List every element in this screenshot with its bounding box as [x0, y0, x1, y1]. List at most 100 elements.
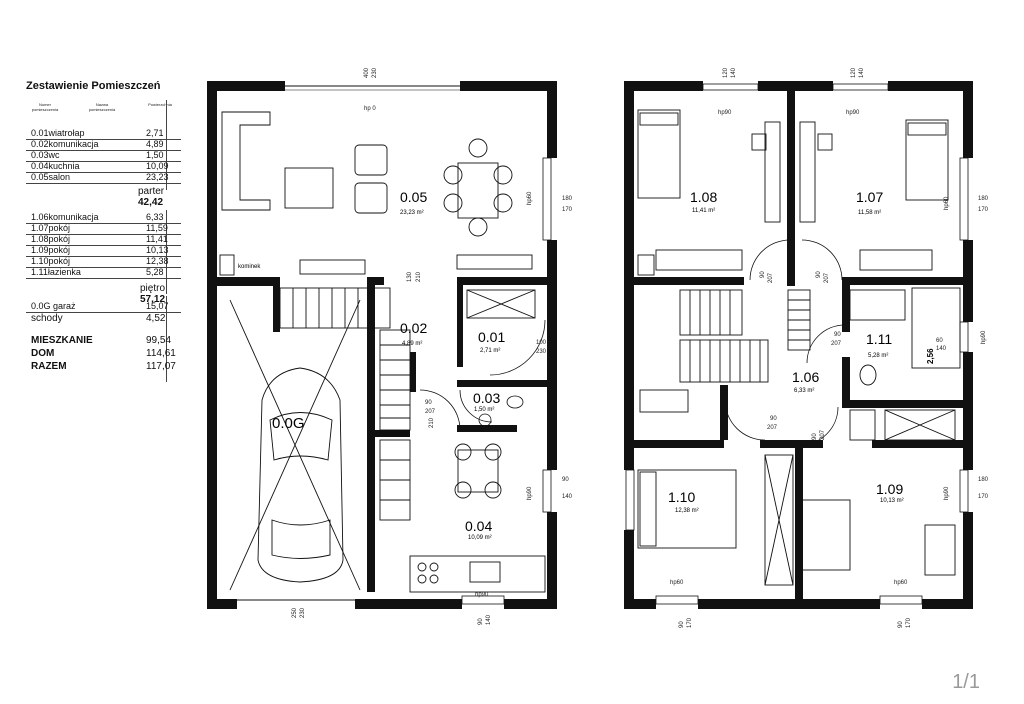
interior-wall — [634, 277, 744, 285]
staircase — [279, 287, 411, 521]
window — [879, 595, 923, 605]
room-label-1.08: 1.08 — [690, 189, 717, 205]
svg-text:230: 230 — [300, 607, 306, 618]
ground-floor-plan: kominek — [207, 67, 573, 625]
kitchen-table — [457, 449, 499, 493]
living-room-furniture — [219, 111, 533, 276]
bathtub — [911, 287, 961, 369]
desk — [764, 121, 781, 223]
room-label-0.01: 0.01 — [478, 329, 505, 345]
bed — [905, 119, 949, 201]
kitchen-counter — [409, 555, 546, 593]
svg-text:hp90: hp90 — [944, 486, 950, 500]
room-area-0.02: 4,89 m² — [402, 341, 422, 347]
room-label-1.09: 1.09 — [876, 481, 903, 497]
room-area-1.09: 10,13 m² — [880, 498, 904, 504]
sofa-bed — [799, 499, 851, 571]
window — [832, 83, 889, 91]
svg-text:140: 140 — [936, 346, 947, 352]
svg-text:207: 207 — [768, 272, 774, 283]
room-area-1.06: 6,33 m² — [794, 388, 814, 394]
svg-text:hp 0: hp 0 — [364, 106, 376, 112]
wardrobe — [466, 289, 536, 319]
dimension-labels: 400 230 180 170 130 210 100 230 90 207 2… — [292, 67, 573, 625]
staircase — [679, 289, 811, 383]
svg-text:207: 207 — [820, 429, 826, 440]
dining-table — [457, 162, 499, 219]
header-name: Nazwa pomieszczenia — [88, 102, 116, 112]
svg-text:207: 207 — [831, 341, 842, 347]
svg-text:hp60: hp60 — [944, 196, 950, 210]
svg-text:90: 90 — [425, 400, 432, 406]
bed — [637, 109, 681, 199]
svg-text:170: 170 — [978, 494, 989, 500]
room-area-0.03: 1,50 m² — [474, 407, 494, 413]
window-opening — [540, 158, 558, 240]
svg-text:hp60: hp60 — [894, 580, 908, 586]
svg-text:90: 90 — [816, 271, 822, 278]
window — [959, 469, 969, 513]
coffee-table — [284, 167, 334, 209]
room-label-0.03: 0.03 — [473, 390, 500, 406]
svg-text:130: 130 — [407, 271, 413, 282]
table-divider — [166, 296, 167, 382]
svg-text:207: 207 — [767, 425, 778, 431]
tv-cabinet — [299, 259, 366, 275]
room-label-0.02: 0.02 — [400, 320, 427, 336]
fireplace — [219, 254, 235, 276]
svg-text:120: 120 — [851, 67, 857, 78]
room-label-0.0G: 0.0G — [272, 415, 305, 432]
window — [702, 83, 759, 91]
room-area-0.05: 23,23 m² — [400, 210, 424, 216]
svg-text:90: 90 — [562, 477, 569, 483]
room-area-1.11: 5,28 m² — [868, 353, 888, 359]
wardrobes — [764, 409, 956, 586]
table-divider — [166, 100, 167, 190]
room-label-0.04: 0.04 — [465, 518, 492, 534]
svg-text:90: 90 — [812, 433, 818, 440]
window-opening — [462, 592, 504, 610]
armchair — [354, 182, 388, 214]
svg-text:180: 180 — [978, 196, 989, 202]
svg-text:180: 180 — [562, 196, 573, 202]
svg-text:170: 170 — [562, 207, 573, 213]
svg-text:207: 207 — [425, 409, 436, 415]
svg-text:90: 90 — [770, 416, 777, 422]
svg-text:90: 90 — [478, 618, 484, 625]
svg-text:hp60: hp60 — [670, 580, 684, 586]
window-opening — [540, 470, 558, 512]
room-area-0.01: 2,71 m² — [480, 348, 500, 354]
kitchen-furniture — [409, 443, 546, 593]
vanity — [849, 289, 906, 321]
desk — [924, 524, 956, 576]
sill-height-labels: hp 0 hp60 hp90 hp90 — [364, 106, 533, 598]
svg-text:140: 140 — [486, 614, 492, 625]
fireplace-label: kominek — [238, 264, 261, 270]
svg-text:230: 230 — [372, 67, 378, 78]
room-area-1.07: 11,58 m² — [858, 210, 881, 216]
garage-door-opening — [237, 592, 355, 610]
wc-fixtures — [478, 395, 524, 427]
armchair — [354, 144, 388, 176]
room-area-1.08: 11,41 m² — [692, 208, 715, 214]
svg-text:170: 170 — [978, 207, 989, 213]
header-area: Powierzchnia — [148, 102, 172, 107]
svg-text:60: 60 — [936, 338, 943, 344]
room-label-1.06: 1.06 — [792, 369, 819, 385]
room-schedule-title: Zestawienie Pomieszczeń — [26, 80, 161, 92]
room-label-1.07: 1.07 — [856, 189, 883, 205]
svg-text:180: 180 — [978, 477, 989, 483]
dimension-labels: 120 140 120 140 180 170 90 207 90 207 90… — [679, 67, 989, 628]
garage-wall — [367, 277, 375, 592]
bedroom-furniture — [637, 109, 961, 576]
svg-text:140: 140 — [562, 494, 573, 500]
